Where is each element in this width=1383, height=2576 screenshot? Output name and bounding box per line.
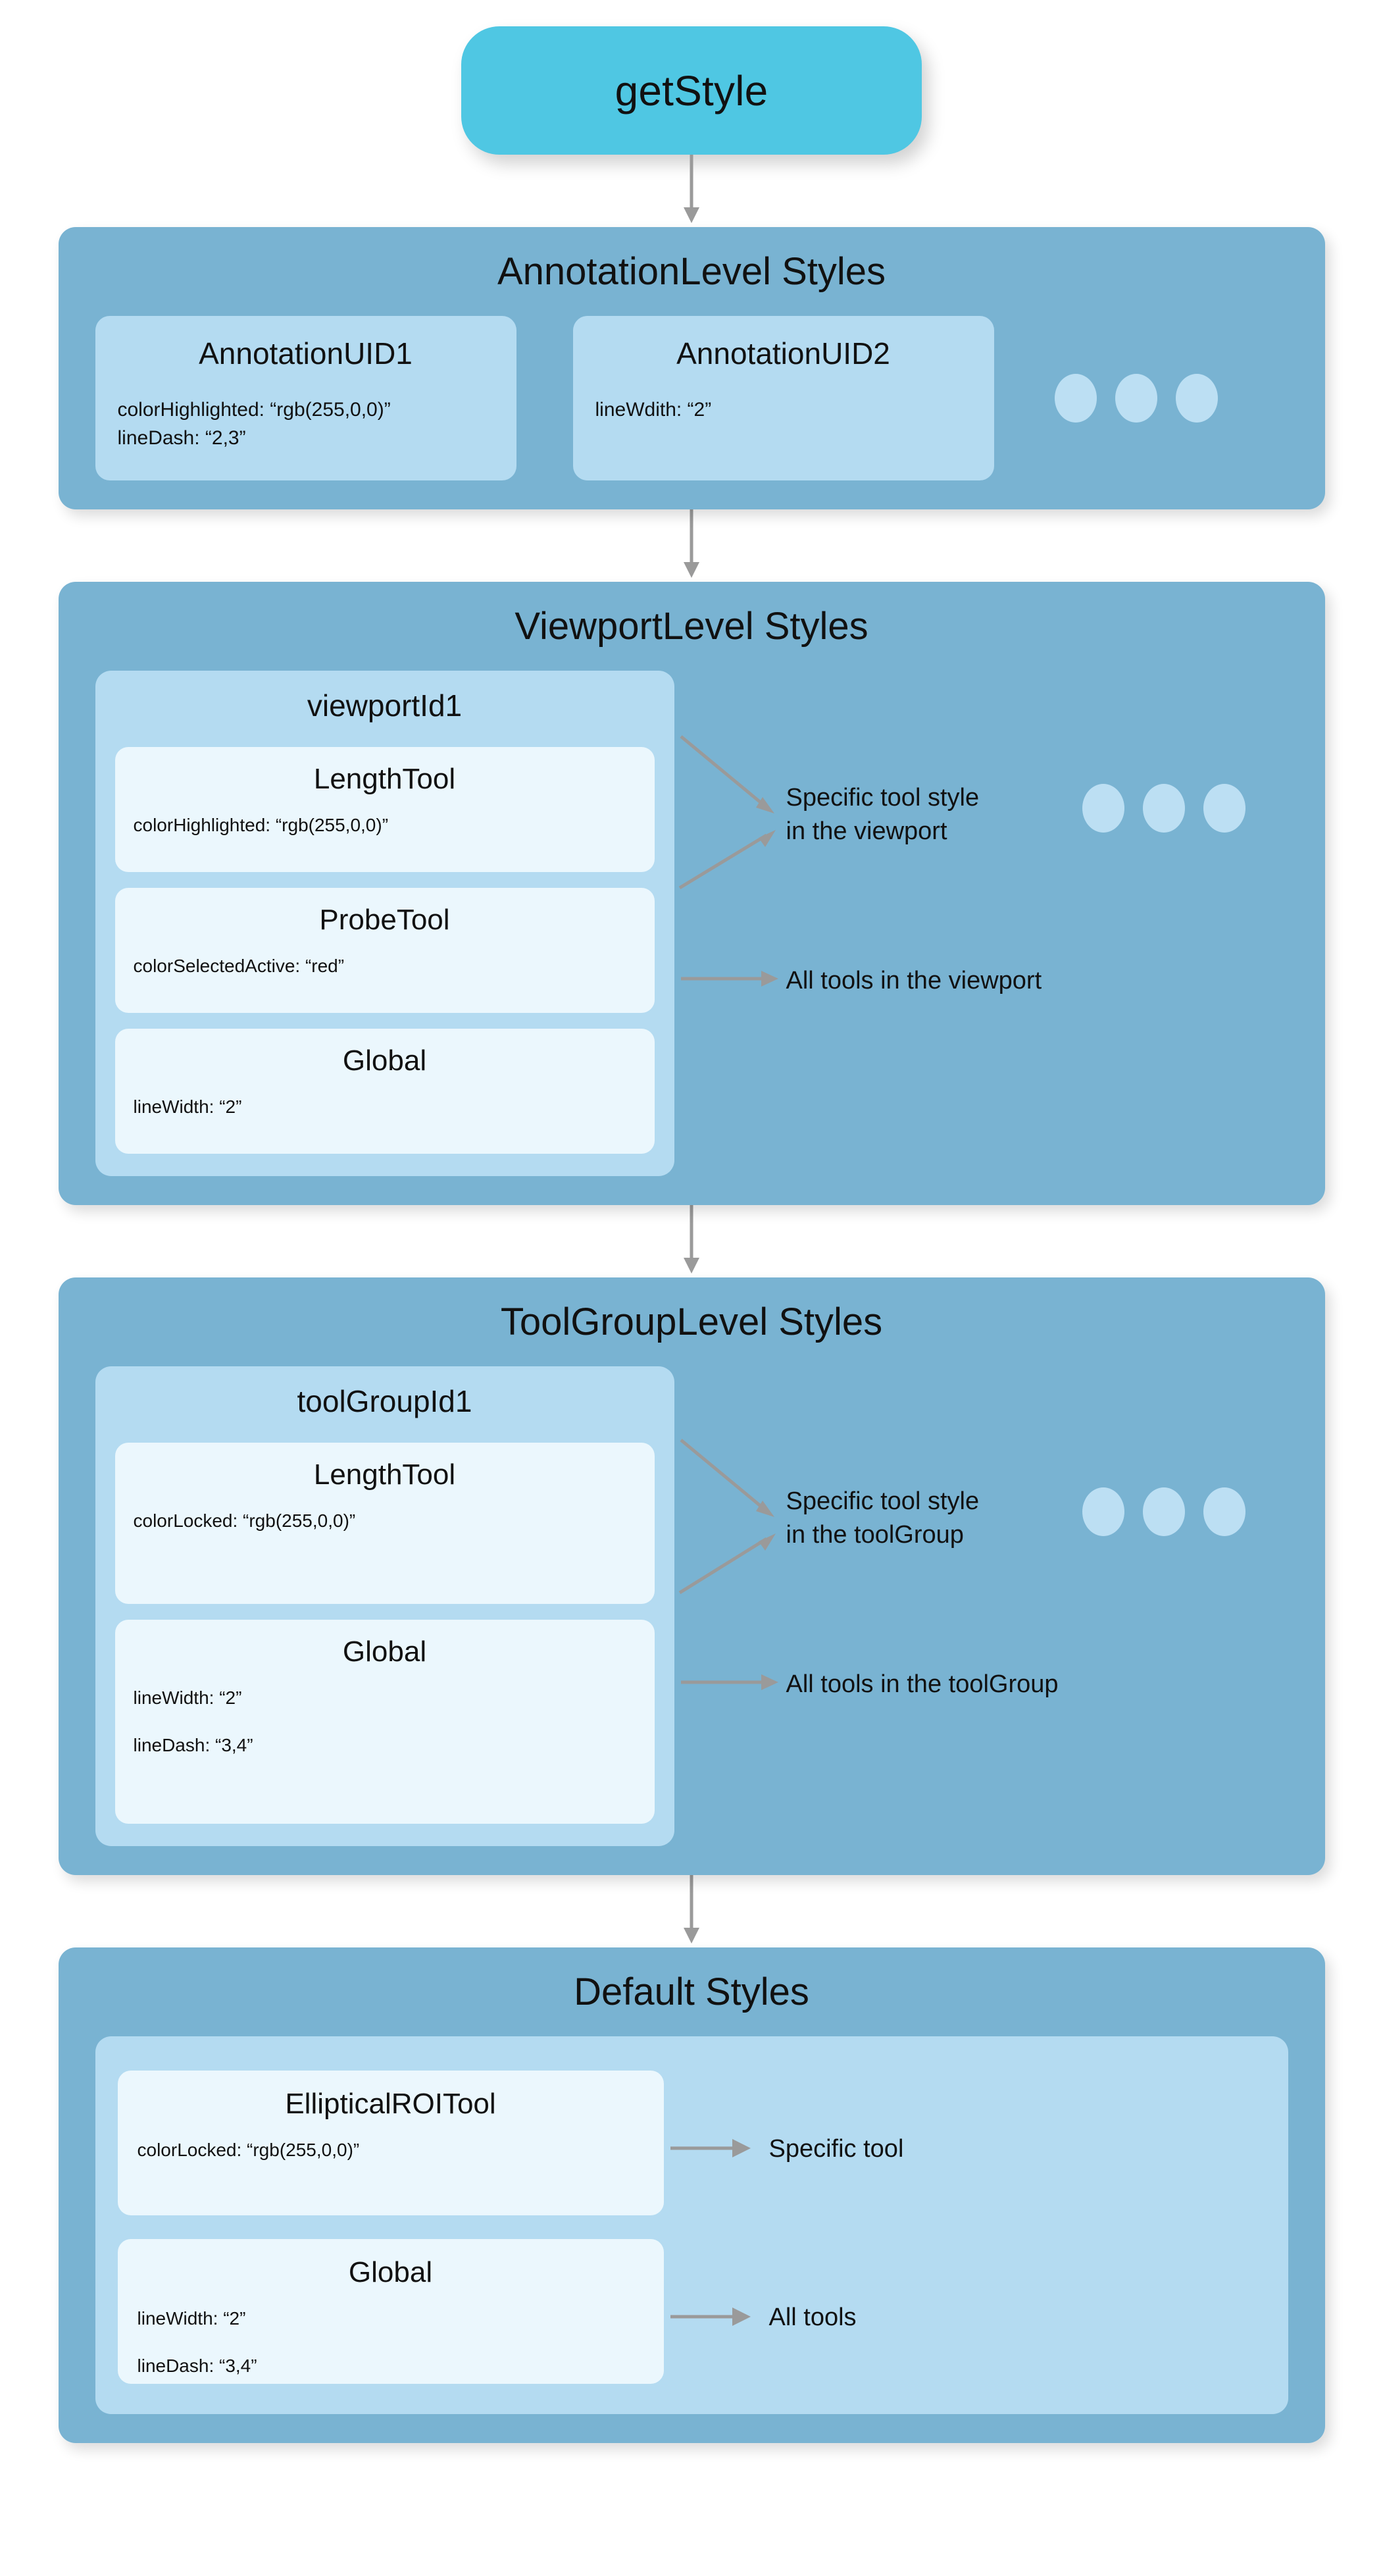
panel-annotation-level: AnnotationLevel Styles AnnotationUID1 co… [58,227,1325,509]
toolgroup-global-label: All tools in the toolGroup [786,1670,1059,1698]
get-style-node[interactable]: getStyle [461,26,922,155]
ellipsis-dot-icon [1175,374,1218,423]
tool-card-prop: colorHighlighted: “rgb(255,0,0)” [133,815,389,835]
get-style-label: getStyle [615,66,768,115]
default-global-label: All tools [768,2304,857,2331]
tool-card-title: LengthTool [313,763,456,795]
toolgroup-id-group[interactable]: toolGroupId1 LengthTool colorLocked: “rg… [95,1366,674,1846]
entry-node-row: getStyle [0,0,1383,155]
tool-card-elliptical-roi-tool[interactable]: EllipticalROITool colorLocked: “rgb(255,… [117,2071,664,2215]
annotation-uid-prop: lineDash: “2,3” [117,426,246,449]
tool-card-prop: lineDash: “3,4” [137,2355,257,2376]
panel-default-level-title: Default Styles [574,1971,809,2013]
down-arrow-icon [684,509,699,578]
tool-card-prop: colorLocked: “rgb(255,0,0)” [133,1510,356,1531]
ellipsis-dot-icon [1142,784,1185,833]
connector-toolgroup-to-default [0,1875,1383,1947]
tool-card-prop: lineDash: “3,4” [133,1734,253,1755]
ellipsis-dots-annotation [1054,374,1218,423]
panel-annotation-level-title: AnnotationLevel Styles [497,250,886,293]
viewport-id-title: viewportId1 [307,688,463,723]
tool-card-title: LengthTool [313,1458,456,1491]
tool-card-prop: lineWidth: “2” [133,1096,242,1117]
default-side-annotations: Specific tool All tools [664,2071,1266,2384]
tool-card-title: Global [342,1636,427,1668]
tool-card-title: EllipticalROITool [285,2088,496,2120]
ellipsis-dot-icon [1203,1487,1245,1536]
tool-card-prop: lineWidth: “2” [133,1687,242,1708]
ellipsis-dot-icon [1203,784,1245,833]
panel-viewport-level: ViewportLevel Styles viewportId1 LengthT… [58,582,1325,1205]
viewport-side-annotations: Specific tool style in the viewport All … [674,671,1288,1176]
default-callout-arrows [670,2139,751,2326]
ellipsis-dot-icon [1142,1487,1185,1536]
tool-card-title: Global [348,2256,433,2288]
style-hierarchy-diagram: getStyle AnnotationLevel Styles Annotati… [0,0,1383,2443]
connector-viewport-to-toolgroup [0,1205,1383,1277]
viewport-global-label: All tools in the viewport [786,967,1042,994]
toolgroup-side-annotations: Specific tool style in the toolGroup All… [674,1366,1288,1846]
viewport-level-body: viewportId1 LengthTool colorHighlighted:… [59,671,1325,1176]
toolgroup-id-title: toolGroupId1 [297,1384,472,1418]
connector-entry-to-annotation [0,155,1383,227]
panel-toolgroup-level-title: ToolGroupLevel Styles [500,1301,883,1343]
tool-card-global[interactable]: Global lineWidth: “2” [114,1029,655,1154]
annotation-uid-title: AnnotationUID2 [676,336,890,371]
panel-viewport-level-title: ViewportLevel Styles [515,605,868,648]
tool-card-global[interactable]: Global lineWidth: “2” lineDash: “3,4” [114,1620,655,1824]
tool-card-prop: lineWidth: “2” [137,2308,246,2329]
default-group: EllipticalROITool colorLocked: “rgb(255,… [95,2036,1288,2414]
connector-annotation-to-viewport [0,509,1383,582]
default-specific-tool-label: Specific tool [768,2135,904,2163]
ellipsis-dot-icon [1054,374,1097,423]
toolgroup-callout-arrows [678,1439,778,1690]
ellipsis-dot-icon [1115,374,1157,423]
tool-card-title: ProbeTool [319,904,450,936]
tool-card-title: Global [342,1044,427,1077]
tool-card-length-tool[interactable]: LengthTool colorLocked: “rgb(255,0,0)” [114,1443,655,1604]
annotation-level-body: AnnotationUID1 colorHighlighted: “rgb(25… [59,316,1325,480]
annotation-uid-prop: lineWdith: “2” [595,399,712,421]
annotation-uid-card[interactable]: AnnotationUID2 lineWdith: “2” [572,316,994,480]
ellipsis-dot-icon [1082,1487,1124,1536]
down-arrow-icon [684,155,699,223]
toolgroup-level-body: toolGroupId1 LengthTool colorLocked: “rg… [59,1366,1325,1846]
tool-card-global[interactable]: Global lineWidth: “2” lineDash: “3,4” [117,2239,664,2384]
viewport-specific-tool-label: Specific tool style in the viewport [786,784,980,846]
down-arrow-icon [684,1205,699,1274]
ellipsis-dots-viewport [1082,784,1245,833]
annotation-uid-prop: colorHighlighted: “rgb(255,0,0)” [117,399,391,421]
panel-default-level: Default Styles EllipticalROITool colorLo… [58,1947,1325,2443]
toolgroup-specific-tool-label: Specific tool style in the toolGroup [786,1487,980,1549]
ellipsis-dot-icon [1082,784,1124,833]
annotation-uid-card[interactable]: AnnotationUID1 colorHighlighted: “rgb(25… [95,316,516,480]
tool-card-length-tool[interactable]: LengthTool colorHighlighted: “rgb(255,0,… [114,747,655,872]
annotation-uid-title: AnnotationUID1 [199,336,413,371]
tool-card-prop: colorSelectedActive: “red” [133,956,345,976]
ellipsis-dots-toolgroup [1082,1487,1245,1536]
tool-card-probe-tool[interactable]: ProbeTool colorSelectedActive: “red” [114,888,655,1013]
panel-toolgroup-level: ToolGroupLevel Styles toolGroupId1 Lengt… [58,1277,1325,1875]
down-arrow-icon [684,1875,699,1944]
default-tool-column: EllipticalROITool colorLocked: “rgb(255,… [117,2071,664,2384]
tool-card-prop: colorLocked: “rgb(255,0,0)” [137,2140,360,2160]
viewport-id-group[interactable]: viewportId1 LengthTool colorHighlighted:… [95,671,674,1176]
viewport-callout-arrows [678,735,778,987]
